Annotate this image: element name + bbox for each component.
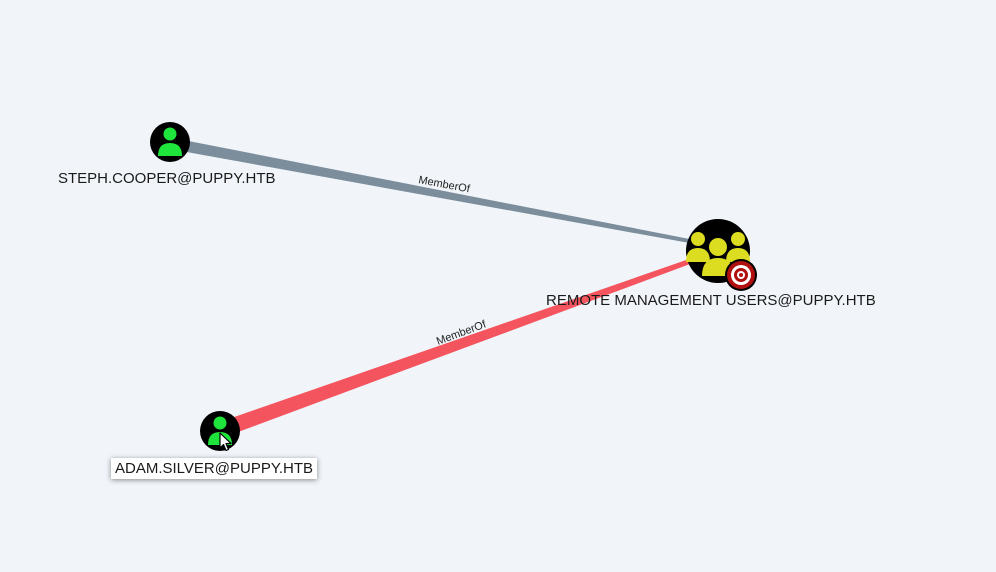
target-icon bbox=[725, 259, 757, 291]
mouse-cursor-icon bbox=[219, 432, 232, 452]
edge-steph-to-remote-management[interactable]: MemberOf bbox=[168, 137, 717, 248]
node-remote-management-users[interactable] bbox=[686, 219, 757, 291]
node-label-adam-silver[interactable]: ADAM.SILVER@PUPPY.HTB bbox=[111, 458, 318, 479]
edge-line[interactable] bbox=[217, 250, 717, 438]
node-adam-silver[interactable] bbox=[200, 411, 240, 451]
node-label-remote-management-users[interactable]: REMOTE MANAGEMENT USERS@PUPPY.HTB bbox=[546, 292, 876, 309]
edge-adam-to-remote-management[interactable]: MemberOf bbox=[217, 250, 717, 438]
node-label-steph-cooper[interactable]: STEPH.COOPER@PUPPY.HTB bbox=[58, 170, 276, 187]
user-icon bbox=[158, 127, 182, 156]
edge-line[interactable] bbox=[168, 137, 717, 248]
node-steph-cooper[interactable] bbox=[150, 122, 190, 162]
